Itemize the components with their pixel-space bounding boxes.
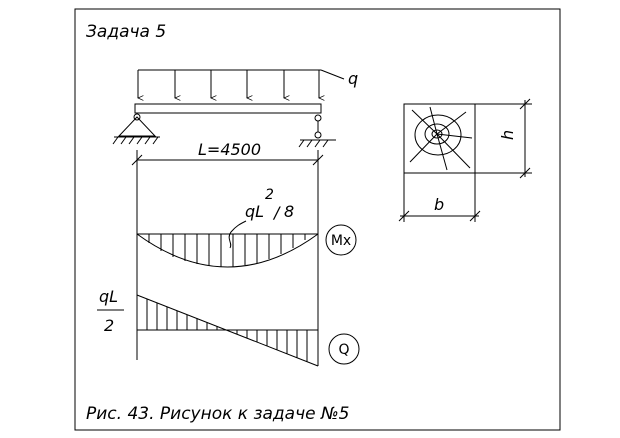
section-width-label: b bbox=[434, 195, 444, 214]
shear-tag-circle bbox=[328, 333, 360, 365]
problem-title: Задача 5 bbox=[86, 22, 166, 42]
load-label: q bbox=[348, 69, 358, 88]
section-width-dimension bbox=[398, 173, 481, 222]
span-dimension bbox=[131, 150, 324, 360]
section-height-label: h bbox=[498, 130, 517, 140]
roller-support-right bbox=[298, 114, 336, 148]
sheet-frame bbox=[74, 8, 561, 431]
moment-formula-base: qL bbox=[245, 202, 264, 221]
moment-tag: Mx bbox=[331, 233, 351, 249]
shear-tag: Q bbox=[338, 342, 349, 358]
moment-formula-exponent: 2 bbox=[265, 187, 274, 203]
moment-diagram bbox=[136, 220, 319, 268]
cross-section bbox=[403, 103, 476, 174]
moment-formula-divisor: 8 bbox=[284, 202, 294, 221]
span-label: L=4500 bbox=[198, 140, 261, 159]
moment-formula-slash: / bbox=[272, 203, 281, 222]
shear-formula-denominator: 2 bbox=[104, 316, 114, 335]
distributed-load bbox=[137, 69, 345, 101]
pin-support-left bbox=[112, 113, 160, 145]
shear-diagram bbox=[136, 294, 319, 367]
figure-caption: Рис. 43. Рисунок к задаче №5 bbox=[86, 404, 350, 424]
section-height-dimension bbox=[475, 98, 532, 179]
beam bbox=[134, 103, 322, 114]
moment-tag-circle bbox=[325, 224, 357, 256]
shear-formula-numerator: qL bbox=[99, 287, 118, 306]
